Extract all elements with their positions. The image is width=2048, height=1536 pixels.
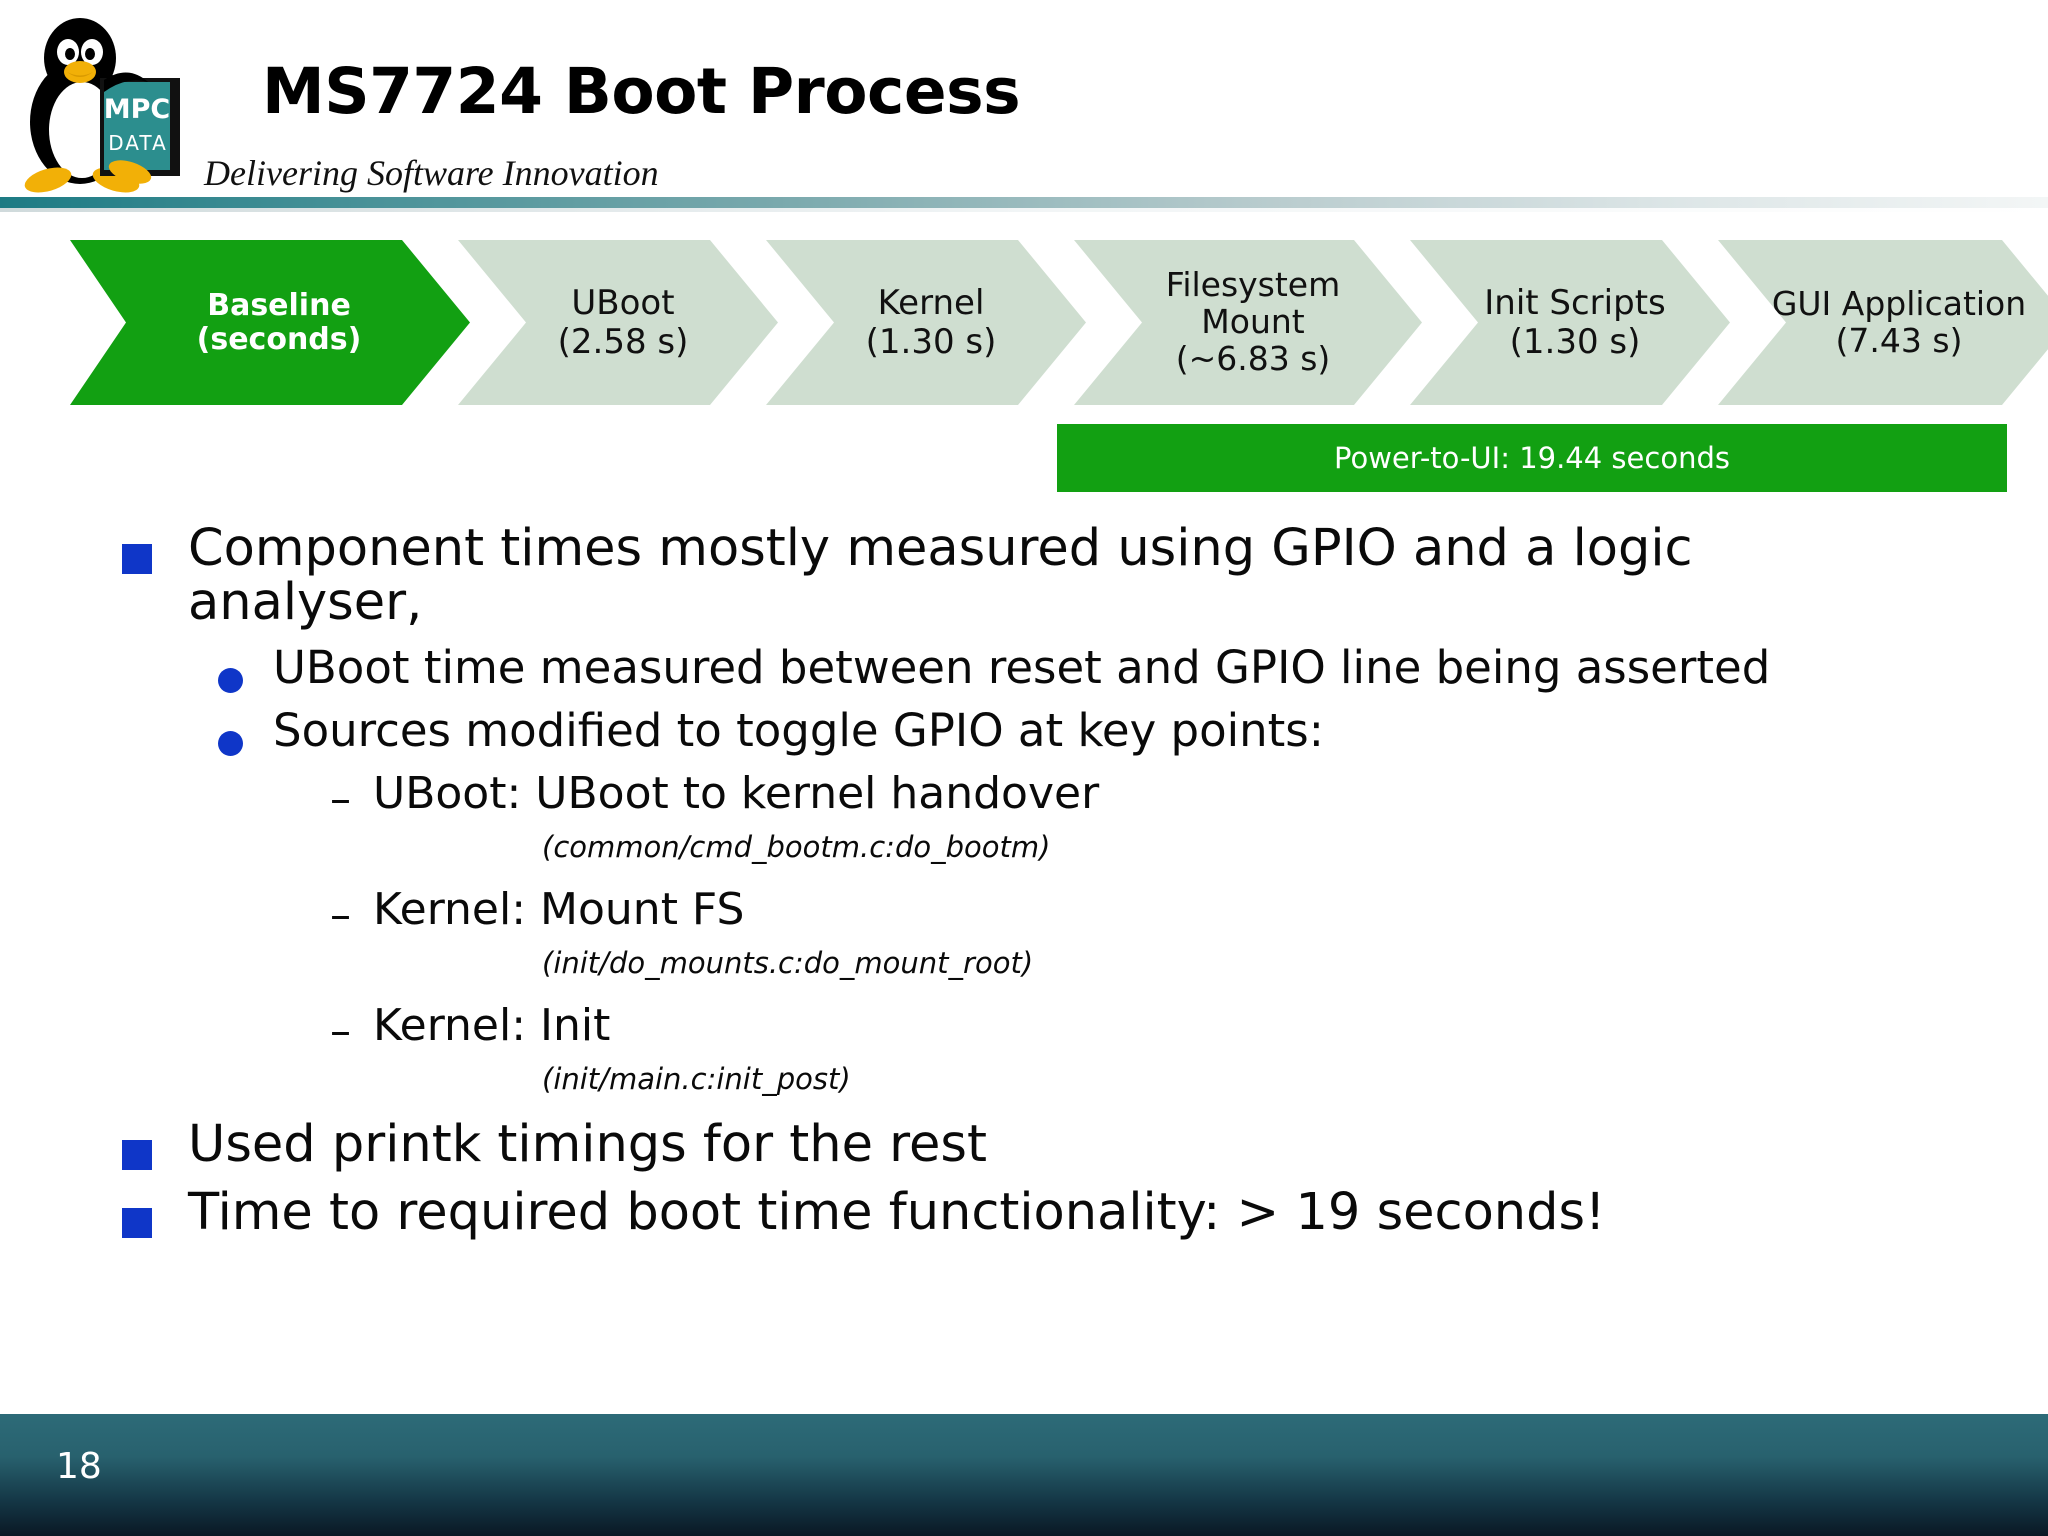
header-divider-shadow <box>0 208 2048 212</box>
stage-line1: GUI Application <box>1771 283 2027 323</box>
mpc-data-tux-logo: MPC DATA <box>12 2 197 197</box>
process-stage-baseline[interactable]: Baseline (seconds) <box>70 240 470 405</box>
process-stage-gui-application[interactable]: GUI Application (7.43 s) <box>1718 240 2048 405</box>
square-bullet-icon <box>122 1208 152 1239</box>
bullet-text: Used printk timings for the rest <box>188 1115 987 1175</box>
source-reference: (common/cmd_bootm.c:do_bootm) <box>542 830 1051 865</box>
svg-text:MPC: MPC <box>104 94 170 125</box>
dash-bullet-icon: – <box>330 774 351 824</box>
power-to-ui-label: Power-to-UI: 19.44 seconds <box>1334 441 1730 475</box>
stage-line1: Baseline <box>207 287 351 323</box>
dash-bullet-icon: – <box>330 1006 351 1056</box>
square-bullet-icon <box>122 544 152 574</box>
source-reference: (init/main.c:init_post) <box>542 1062 851 1097</box>
round-bullet-icon <box>218 731 243 757</box>
stage-line2: (1.30 s) <box>865 321 997 362</box>
bullet-item-level3: – Kernel: Init <box>330 1002 2048 1052</box>
bullet-item-level1: Time to required boot time functionality… <box>122 1186 2048 1240</box>
stage-line1: UBoot <box>571 283 675 324</box>
process-stage-filesystem-mount[interactable]: Filesystem Mount (~6.83 s) <box>1074 240 1422 405</box>
stage-line2: (2.58 s) <box>557 321 689 362</box>
stage-label: GUI Application (7.43 s) <box>1732 286 2048 360</box>
source-reference: (init/do_mounts.c:do_mount_root) <box>542 946 1034 981</box>
bullet-item-level3: – UBoot: UBoot to kernel handover <box>330 770 2048 820</box>
stage-label: Kernel (1.30 s) <box>826 284 1027 360</box>
stage-label: Baseline (seconds) <box>149 289 392 356</box>
process-stage-init-scripts[interactable]: Init Scripts (1.30 s) <box>1410 240 1730 405</box>
header-divider <box>0 197 2048 208</box>
slide-number: 18 <box>56 1446 102 1487</box>
stage-line2: (seconds) <box>196 321 362 357</box>
round-bullet-icon <box>218 668 243 694</box>
bullet-text: Time to required boot time functionality… <box>188 1183 1606 1243</box>
page-title: MS7724 Boot Process <box>262 55 1021 128</box>
slide-footer: 18 <box>0 1414 2048 1536</box>
bullet-text: UBoot time measured between reset and GP… <box>273 641 1771 695</box>
slide-body: Component times mostly measured using GP… <box>0 519 2048 1244</box>
stage-label: UBoot (2.58 s) <box>518 284 719 360</box>
stage-line1: Init Scripts <box>1484 283 1666 324</box>
boot-process-flow: Baseline (seconds) UBoot (2.58 s) Kernel… <box>70 240 2010 405</box>
stage-label: Filesystem Mount (~6.83 s) <box>1074 267 1422 378</box>
bullet-item-level3: – Kernel: Mount FS <box>330 886 2048 936</box>
process-stage-kernel[interactable]: Kernel (1.30 s) <box>766 240 1086 405</box>
bullet-text: UBoot: UBoot to kernel handover <box>373 768 1100 820</box>
bullet-item-level1: Used printk timings for the rest <box>122 1118 2048 1172</box>
bullet-item-level2: Sources modified to toggle GPIO at key p… <box>218 704 2048 758</box>
stage-line2: (~6.83 s) <box>1175 338 1331 378</box>
stage-label: Init Scripts (1.30 s) <box>1444 284 1696 360</box>
bullet-text: Sources modified to toggle GPIO at key p… <box>273 704 1324 758</box>
stage-line2: (1.30 s) <box>1509 321 1641 362</box>
bullet-item-level1: Component times mostly measured using GP… <box>122 519 2048 633</box>
company-tagline: Delivering Software Innovation <box>204 153 659 193</box>
stage-line1: Kernel <box>877 283 985 324</box>
bullet-item-level2: UBoot time measured between reset and GP… <box>218 641 2048 695</box>
square-bullet-icon <box>122 1140 152 1171</box>
bullet-text: Kernel: Init <box>373 1000 611 1052</box>
stage-line1: Filesystem Mount <box>1165 265 1341 342</box>
svg-text:DATA: DATA <box>108 131 168 155</box>
power-to-ui-bar: Power-to-UI: 19.44 seconds <box>1057 424 2007 492</box>
bullet-text: Kernel: Mount FS <box>373 884 745 936</box>
process-stage-uboot[interactable]: UBoot (2.58 s) <box>458 240 778 405</box>
slide-header: MPC DATA MS7724 Boot Process Delivering … <box>0 0 2048 212</box>
stage-line2: (7.43 s) <box>1835 320 1963 360</box>
bullet-text: Component times mostly measured using GP… <box>188 519 1693 633</box>
dash-bullet-icon: – <box>330 890 351 940</box>
